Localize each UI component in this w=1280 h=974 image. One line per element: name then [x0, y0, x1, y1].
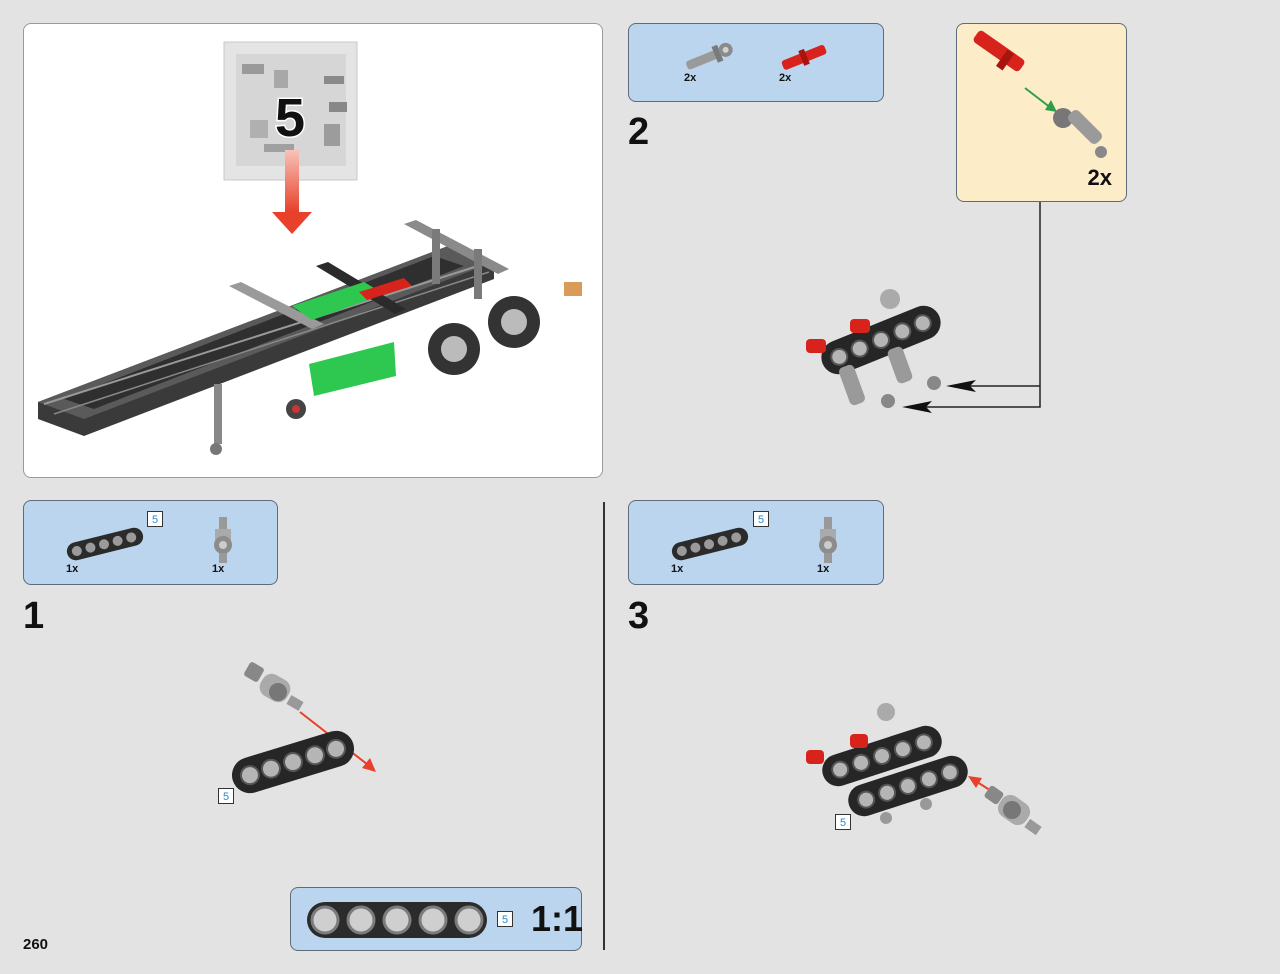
step3-parts-list: 1x 5 1x — [628, 500, 884, 585]
step2-parts-list: 2x 2x — [628, 23, 884, 102]
red-pin-icon — [806, 734, 868, 764]
subassembly-qty: 2x — [1087, 165, 1112, 190]
red-pin-icon — [973, 30, 1025, 72]
beam-5-icon — [307, 902, 487, 938]
pin-insertion-illustration — [973, 30, 1107, 158]
step2-number: 2 — [628, 111, 650, 153]
step3-beam-tag: 5 — [753, 511, 769, 527]
grey-pin-icon — [1053, 108, 1107, 158]
page-number: 260 — [23, 936, 49, 953]
scale-box: 5 1:1 — [290, 887, 584, 951]
overview-panel: 5 — [23, 23, 603, 478]
red-pin-icon — [781, 45, 827, 70]
parts-bag-icon — [223, 41, 358, 181]
grey-pin-icon — [880, 798, 932, 824]
step1-assembly — [231, 662, 376, 794]
connector-icon — [214, 517, 232, 563]
step1-number: 1 — [23, 595, 45, 637]
step3-beam-qty: 1x — [671, 563, 684, 575]
beam-5-icon — [66, 527, 144, 561]
column-divider — [603, 502, 605, 950]
truck-chassis-illustration: 5 — [38, 41, 582, 455]
step3-connector-qty: 1x — [817, 563, 830, 575]
step3-callout-tag: 5 — [835, 814, 851, 830]
step1-parts-list: 1x 5 1x — [23, 500, 278, 585]
grey-pin-icon — [839, 289, 941, 408]
beam-5-icon — [822, 725, 942, 787]
callout-connector — [902, 202, 1041, 413]
grey-pin-icon — [686, 42, 733, 70]
step3-assembly — [806, 703, 1042, 836]
chassis-model — [38, 220, 582, 455]
bag-number: 5 — [275, 88, 305, 148]
connector-icon — [819, 517, 837, 563]
connector-icon — [984, 785, 1042, 836]
step1-callout-tag: 5 — [218, 788, 234, 804]
down-arrow-icon — [272, 150, 312, 234]
step2-subassembly: 2x — [956, 23, 1127, 202]
scale-box-tag: 5 — [497, 911, 513, 927]
grey-pin-icon — [877, 703, 895, 721]
insert-arrow — [1024, 87, 1052, 109]
beam-5-icon — [671, 527, 749, 561]
step2-assembly — [806, 289, 941, 408]
connector-icon — [244, 662, 304, 711]
step2-red-pin-qty: 2x — [779, 72, 792, 84]
step1-connector-qty: 1x — [212, 563, 225, 575]
beam-5-icon — [821, 305, 941, 375]
beam-5-icon — [848, 755, 968, 817]
step1-beam-qty: 1x — [66, 563, 79, 575]
scale-ratio: 1:1 — [531, 898, 584, 939]
step3-number: 3 — [628, 595, 650, 637]
beam-5-icon — [231, 730, 355, 794]
step1-beam-tag: 5 — [147, 511, 163, 527]
red-pin-icon — [806, 319, 870, 353]
step2-grey-pin-qty: 2x — [684, 72, 697, 84]
